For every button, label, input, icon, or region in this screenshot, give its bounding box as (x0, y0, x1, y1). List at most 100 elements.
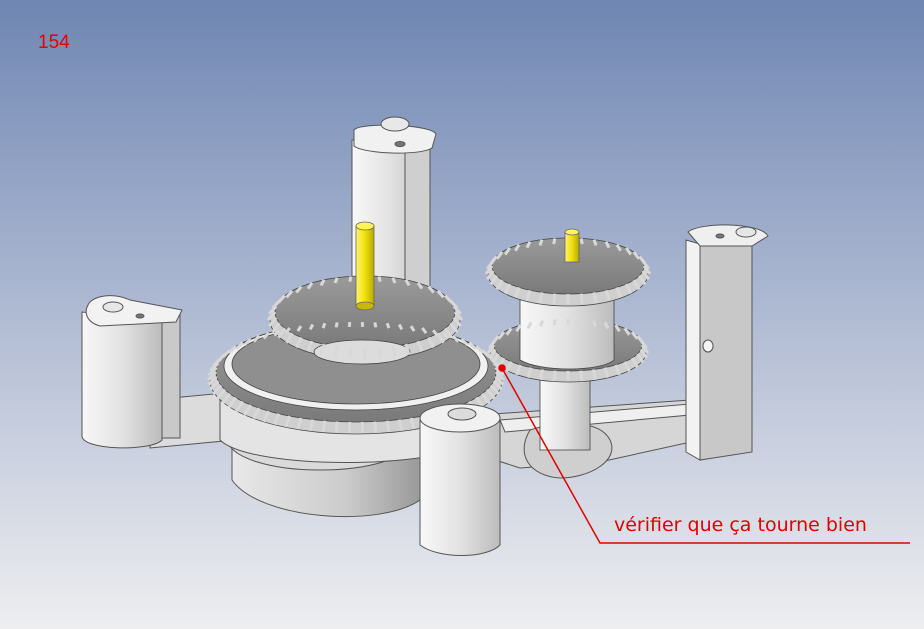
gear-tooth (449, 322, 459, 333)
gear-tooth (615, 286, 623, 298)
gear-tooth (579, 319, 584, 326)
gear-tooth (474, 396, 485, 409)
gear-tooth (427, 336, 435, 349)
gear-tooth (486, 344, 496, 354)
gear-tooth (321, 420, 327, 433)
gear-tooth (431, 329, 439, 337)
gear-tooth (630, 331, 639, 340)
gear-tooth (591, 320, 597, 327)
gear-tooth (460, 338, 469, 347)
gear-tooth (539, 320, 545, 327)
gear-tooth (273, 329, 281, 337)
gear-tooth (624, 247, 633, 256)
gear-tooth (503, 283, 512, 295)
gear-tooth (296, 417, 303, 430)
gear-tooth (235, 400, 244, 413)
gear-tooth (604, 289, 611, 301)
gear-tooth (209, 379, 220, 391)
gear-tooth (494, 366, 505, 377)
gear-tooth (266, 311, 277, 321)
gear-tooth (306, 282, 314, 290)
gear-tooth (538, 239, 544, 246)
gear-tooth (614, 364, 621, 376)
gear-tooth (579, 293, 584, 305)
gear-tooth (641, 270, 650, 281)
gear-tooth (421, 327, 428, 335)
gear-tooth (604, 241, 611, 249)
gear-tooth (480, 392, 491, 404)
gear-tooth (632, 279, 641, 290)
gear-tooth (539, 369, 545, 380)
gear-tooth (273, 413, 281, 425)
gear-tooth (295, 336, 303, 349)
gear-tooth (495, 251, 504, 260)
gear-tooth (262, 410, 271, 423)
gear-tooth (227, 345, 237, 354)
gear-tooth (515, 324, 522, 333)
gear-tooth (592, 292, 598, 303)
gear-tooth (552, 293, 557, 305)
gear-tooth (391, 345, 397, 358)
gear-tooth (333, 345, 339, 358)
gear-tooth (262, 331, 270, 340)
gear-tooth (636, 353, 645, 364)
gear-tooth (505, 327, 513, 336)
gear-tooth (492, 379, 503, 391)
gear-tooth (373, 322, 378, 328)
gear-tooth (277, 294, 286, 304)
gear-tooth (526, 367, 533, 379)
gear-tooth (489, 255, 498, 265)
gear-tooth (452, 316, 462, 328)
gear-tooth (207, 375, 218, 386)
gear-tooth (373, 421, 378, 433)
gear-tooth (377, 347, 382, 359)
gear-tooth (526, 321, 533, 330)
gear-tooth (252, 334, 261, 343)
gear-tooth (487, 348, 497, 359)
right-gear-train (487, 237, 649, 451)
gear-tooth (385, 322, 391, 329)
gear-tooth (624, 283, 633, 295)
gear-tooth (319, 279, 326, 287)
gear-tooth (207, 366, 218, 377)
main-shaft (355, 221, 375, 311)
gear-tooth (285, 289, 294, 299)
gear-tooth (484, 265, 494, 275)
gear-tooth (497, 331, 506, 340)
left-post (81, 295, 183, 449)
gear-tooth (404, 279, 411, 287)
gear-tooth (514, 243, 521, 252)
gear-tooth (416, 340, 424, 352)
gear-tooth (306, 340, 314, 352)
gear-tooth (525, 241, 532, 249)
gear-tooth (212, 384, 223, 396)
gear-tooth (385, 420, 391, 433)
figure-number: 154 (38, 32, 70, 53)
gear-tooth (442, 331, 450, 340)
gear-tooth (623, 327, 631, 336)
gear-tooth (409, 325, 416, 332)
gear-tooth (377, 276, 382, 282)
gear-tooth (615, 243, 622, 252)
gear-tooth (485, 388, 496, 400)
gear-tooth (638, 274, 647, 286)
gear-tooth (623, 361, 631, 372)
gear-tooth (397, 419, 404, 431)
gear-tooth (271, 322, 281, 333)
gear-tooth (285, 332, 294, 344)
gear-tooth (404, 343, 411, 356)
gear-tooth (641, 260, 650, 270)
gear-tooth (348, 347, 353, 359)
gear-tooth (308, 323, 315, 331)
gear-tooth (235, 341, 244, 350)
gear-tooth (227, 396, 238, 409)
gear-tooth (296, 325, 303, 332)
gear-tooth (494, 370, 506, 382)
gear-tooth (491, 353, 500, 364)
gear-tooth (640, 344, 650, 354)
gear-tooth (443, 327, 453, 339)
gear-tooth (348, 276, 353, 282)
gear-tooth (513, 286, 521, 298)
gear-tooth (436, 332, 445, 344)
